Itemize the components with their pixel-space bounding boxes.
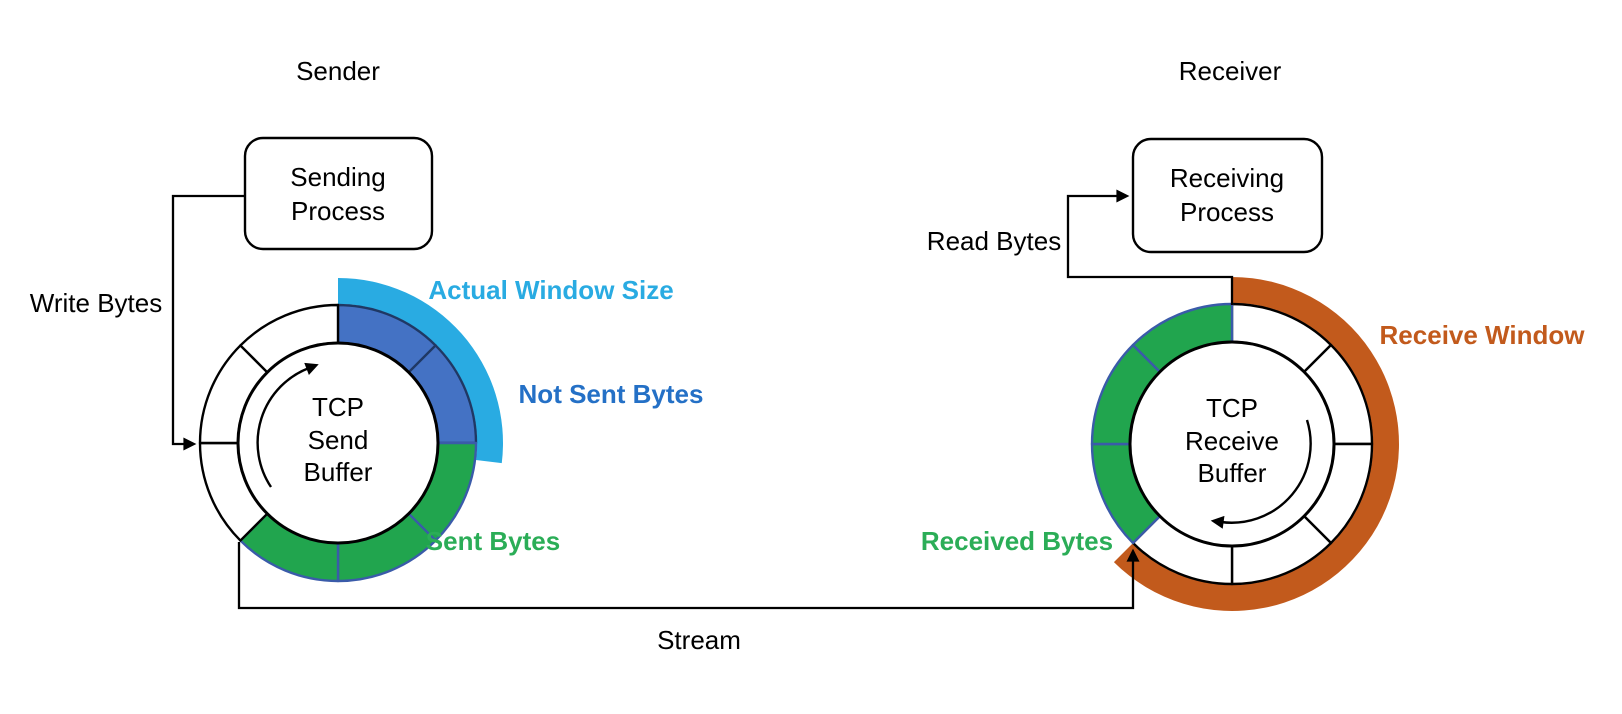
receiver-group: Receiver Receiving Process Read Bytes TC… — [921, 56, 1585, 611]
sent-bytes-label: Sent Bytes — [426, 526, 560, 556]
sender-title: Sender — [296, 56, 380, 86]
receive-buffer-label-line3: Buffer — [1198, 458, 1267, 488]
received-bytes-label: Received Bytes — [921, 526, 1113, 556]
receiving-process-label-line1: Receiving — [1170, 163, 1284, 193]
receiver-title: Receiver — [1179, 56, 1282, 86]
sending-process-box — [243, 136, 434, 251]
stream-arrow — [237, 542, 1140, 610]
stream-label: Stream — [657, 625, 741, 655]
receive-buffer-ring — [1090, 277, 1399, 611]
sending-process-label-line1: Sending — [290, 162, 385, 192]
receiving-process-label-line2: Process — [1180, 197, 1274, 227]
receive-buffer-ring-inner-circle — [1128, 340, 1336, 548]
receive-buffer-rotation-arrow-icon — [1210, 419, 1312, 529]
not-sent-bytes-label: Not Sent Bytes — [519, 379, 704, 409]
receive-window-label: Receive Window — [1380, 320, 1586, 350]
actual-window-size-label: Actual Window Size — [428, 275, 673, 305]
send-buffer-ring-inner-circle — [236, 341, 440, 545]
actual-window-size-band — [338, 278, 504, 464]
sender-group: Sender Sending Process Write Bytes TCP S… — [30, 56, 704, 583]
send-buffer-label-line3: Buffer — [304, 457, 373, 487]
write-bytes-label: Write Bytes — [30, 288, 162, 318]
read-bytes-label: Read Bytes — [927, 226, 1061, 256]
receive-window-band — [1113, 277, 1399, 611]
receive-buffer-label-line2: Receive — [1185, 426, 1279, 456]
send-buffer-label-line2: Send — [308, 425, 369, 455]
read-bytes-arrow — [1066, 189, 1234, 305]
write-bytes-arrow — [171, 194, 245, 451]
send-buffer-ring — [198, 278, 504, 583]
receive-buffer-label-line1: TCP — [1206, 393, 1258, 423]
receiving-process-box — [1131, 137, 1324, 254]
stream-group: Stream — [237, 542, 1140, 655]
send-buffer-label-line1: TCP — [312, 392, 364, 422]
sending-process-label-line2: Process — [291, 196, 385, 226]
send-buffer-rotation-arrow-icon — [256, 362, 319, 488]
